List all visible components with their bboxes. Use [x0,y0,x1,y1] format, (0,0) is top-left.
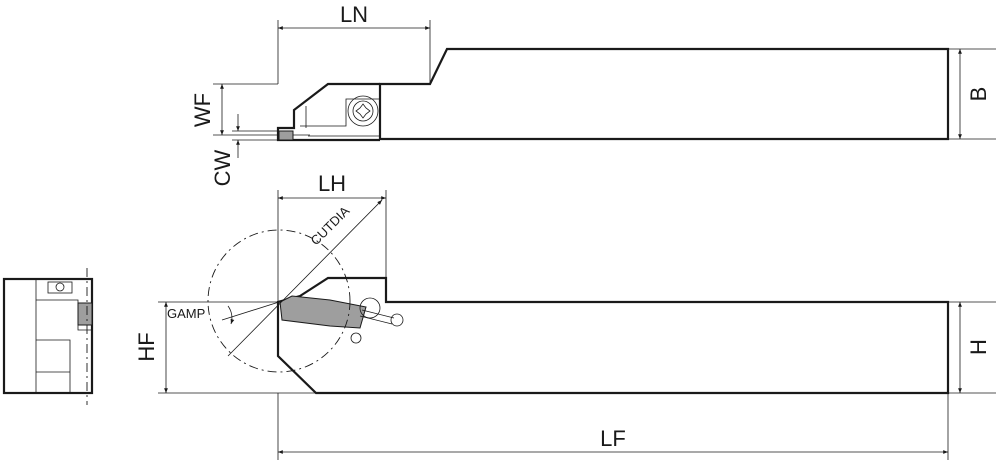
end-view-screw-icon [47,281,73,294]
dim-label-h: H [966,339,991,355]
dim-label-cw: CW [210,149,235,186]
dim-label-gamp: GAMP [167,306,205,321]
clamp-screw-icon [347,95,379,127]
dim-label-lh: LH [318,171,346,196]
top-view-shank [378,47,950,141]
dim-label-hf: HF [134,332,159,361]
end-view [2,268,94,405]
clamp-lever-icon [350,297,404,344]
dim-label-lf: LF [600,426,626,451]
end-view-insert [77,302,93,326]
dim-label-wf: WF [190,93,215,127]
cut-diameter-circle [207,229,351,373]
side-view: CUTDIA GAMP LH HF H LF [134,171,996,460]
top-view-insert [278,130,294,141]
top-view: LN B WF CW [190,2,996,186]
dim-label-b: B [966,87,991,102]
dim-label-ln: LN [340,2,368,27]
end-view-shank [2,277,94,395]
side-view-shank [276,276,950,395]
side-view-insert [279,295,367,329]
dim-label-cutdia: CUTDIA [308,203,353,248]
